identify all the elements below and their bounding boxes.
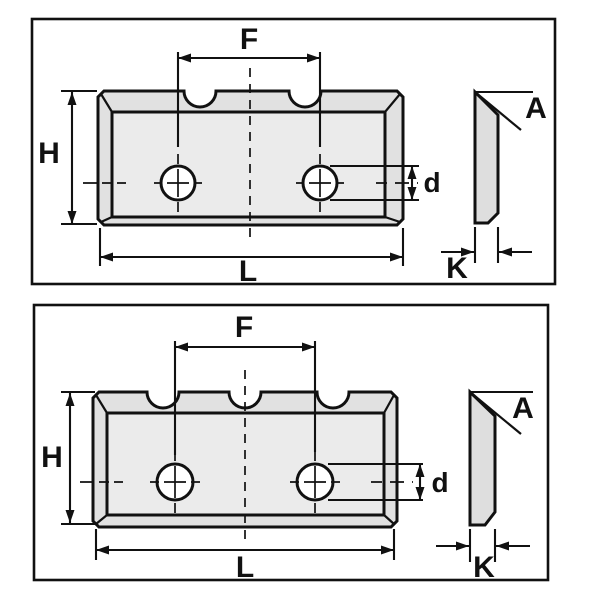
- dim-label-d: d: [423, 167, 440, 198]
- side-view-bottom: A K: [436, 388, 534, 584]
- dimension-F-top: F: [176, 23, 322, 147]
- dim-label-H: H: [41, 441, 63, 474]
- side-profile: [468, 388, 497, 527]
- bevel-edge: [383, 514, 395, 525]
- dim-label-d: d: [431, 467, 448, 498]
- bevel-edge: [384, 215, 401, 224]
- panel-bottom: F H L d A: [32, 303, 550, 584]
- dimension-H-top: H: [38, 89, 97, 226]
- bevel-edge: [384, 93, 401, 113]
- dimension-H-bottom: H: [41, 390, 95, 526]
- plate-face: [110, 110, 387, 219]
- dimension-d-bottom: d: [328, 462, 449, 502]
- dim-label-L: L: [236, 551, 254, 584]
- dimension-d-top: d: [330, 164, 441, 202]
- dim-label-F: F: [240, 23, 258, 56]
- dim-label-A: A: [512, 392, 534, 425]
- bevel-edge: [100, 215, 113, 224]
- bevel-edge: [95, 394, 108, 414]
- dimension-L-top: L: [98, 228, 405, 288]
- dim-label-F: F: [235, 311, 253, 344]
- dim-label-L: L: [239, 255, 257, 288]
- bevel-edge: [95, 514, 108, 525]
- dimension-F-bottom: F: [173, 311, 317, 455]
- dim-label-K: K: [446, 252, 468, 285]
- bevel-angle-line: [469, 391, 522, 435]
- dimension-L-bottom: L: [94, 529, 396, 584]
- dim-label-A: A: [525, 92, 547, 125]
- front-view-plate-top: [83, 68, 418, 243]
- dim-label-K: K: [473, 551, 495, 584]
- side-profile: [473, 88, 500, 225]
- bevel-edge: [383, 394, 395, 414]
- bevel-edge: [100, 93, 113, 113]
- bevel-angle-line: [474, 91, 522, 131]
- panel-top: F H L d A: [30, 17, 557, 288]
- side-view-top: A K: [441, 88, 547, 285]
- front-view-plate-bottom: [80, 370, 413, 543]
- dim-label-H: H: [38, 137, 60, 170]
